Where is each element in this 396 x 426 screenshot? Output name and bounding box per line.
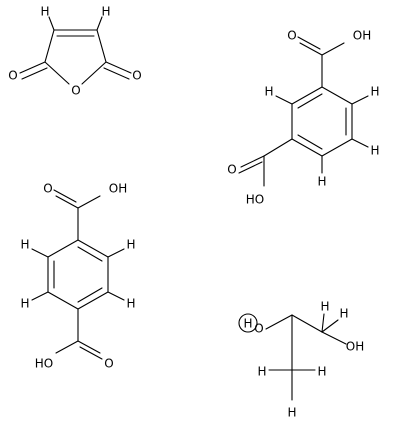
molecule-propylene-glycol: H O OH H H H H H (238, 300, 364, 420)
terephthalic-substituent-bonds (31, 189, 125, 360)
atom-h: H (339, 307, 348, 321)
atom-oh: OH (353, 29, 371, 43)
atom-o: O (132, 69, 141, 83)
atom-h: H (317, 175, 326, 189)
atom-h: H (243, 317, 252, 331)
atom-o: O (254, 322, 263, 336)
atom-o: O (43, 182, 52, 196)
isophthalic-ring-bonds (291, 86, 353, 157)
molecule-terephthalic-acid: O OH H H H H O HO (20, 182, 135, 371)
isophthalic-substituent-bonds (238, 36, 369, 187)
atom-o: O (104, 357, 113, 371)
glycol-bonds (265, 313, 347, 401)
hydroxyl-h-marker (238, 313, 258, 333)
atom-h: H (370, 144, 379, 158)
atom-h: H (287, 406, 296, 420)
atom-ho: HO (246, 193, 264, 207)
molecule-maleic-anhydride: H H O O O (8, 5, 141, 98)
atom-h: H (40, 5, 49, 19)
atom-h: H (317, 365, 326, 379)
atom-h: H (20, 238, 29, 252)
molecule-isophthalic-acid: O OH H H H H O HO (227, 29, 379, 207)
maleic-bonds (19, 16, 132, 85)
atom-oh: OH (346, 340, 364, 354)
atom-h: H (264, 85, 273, 99)
atom-h: H (320, 300, 329, 314)
atom-h: H (370, 85, 379, 99)
atom-o: O (71, 84, 80, 98)
atom-h: H (257, 365, 266, 379)
terephthalic-ring-bonds (47, 239, 109, 310)
atom-o: O (227, 163, 236, 177)
atom-oh: OH (109, 182, 127, 196)
atom-h: H (20, 297, 29, 311)
atom-h: H (126, 297, 135, 311)
atom-o: O (287, 29, 296, 43)
atom-h: H (101, 5, 110, 19)
atom-o: O (8, 69, 17, 83)
atom-h: H (126, 238, 135, 252)
atom-ho: HO (35, 357, 53, 371)
